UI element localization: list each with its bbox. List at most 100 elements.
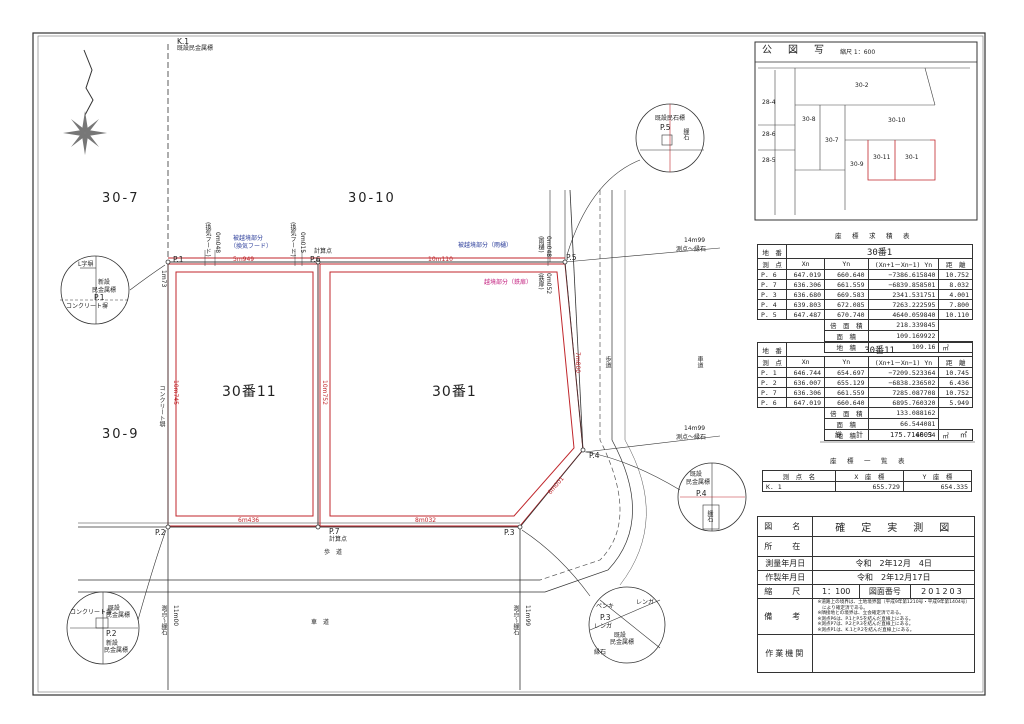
- title-block-label-scale: 縮 尺: [756, 584, 814, 599]
- point-marker-p4: [580, 447, 586, 453]
- point-note-p7: 計算点: [329, 536, 348, 543]
- detail-p3-curb: 縁石: [594, 649, 607, 656]
- area-calc-title: 座 標 求 積 表: [835, 232, 912, 240]
- remark-line: ※測点P6は、P.1とP.5を結んだ直線上にある。: [817, 616, 914, 622]
- detail-p1-wall: コンクリート塀: [66, 303, 109, 310]
- cadastral-parcel-28-6: 28-6: [762, 131, 776, 138]
- table-row: P. 2 636.007 655.129 −6838.236502 6.436: [756, 377, 973, 388]
- detail-p4-point: P.4: [696, 489, 707, 498]
- distance-p1-offset: 1m73: [160, 270, 167, 288]
- curb-distance-south-left: 11m00: [172, 605, 179, 627]
- point-label-p2: P.2: [155, 528, 166, 537]
- table-row: P. 3 636.680 669.583 2341.531751 4.001: [756, 289, 973, 300]
- lot-label-30-7: 30-7: [102, 191, 140, 206]
- detail-p2-note4: 民金属標: [104, 647, 129, 654]
- point-note-k1: 既設民金属標: [177, 45, 214, 52]
- detail-p3-b: レンガ: [636, 599, 655, 606]
- cadastral-parcel-30-7: 30-7: [825, 137, 839, 144]
- cadastral-parcel-30-8: 30-8: [802, 116, 816, 123]
- cadastral-sketch: [758, 67, 970, 215]
- detail-p1-point: P.1: [94, 293, 105, 302]
- cell: P. 5: [756, 309, 788, 320]
- curb-distance-top: 14m99: [684, 237, 706, 244]
- detail-circle-p1: [60, 255, 130, 325]
- small-note-right-a: (雨樋): [537, 236, 544, 253]
- small-note-right-c: (鉄扉): [537, 273, 544, 290]
- curb-distance-mid: 14m99: [684, 425, 706, 432]
- point-note-p6: 計算点: [314, 248, 333, 255]
- title-block-label-survey-date: 測量年月日: [756, 556, 814, 571]
- lot-label-30-1: 30番1: [432, 384, 477, 400]
- title-block: 図 名 確 定 実 測 図 所 在 測量年月日 令和 2年12月 4日 作製年月…: [756, 516, 976, 673]
- total-unit: ㎡: [960, 431, 967, 439]
- drawing-number: 201203: [909, 584, 976, 599]
- cadastral-parcel-30-11: 30-11: [873, 154, 891, 161]
- encroach-label-left-sub: （換気フード）: [230, 243, 273, 250]
- lot-label-30-9: 30-9: [102, 427, 140, 442]
- detail-p3-c: レンガ: [594, 623, 613, 630]
- point-label-p5: P.5: [566, 253, 577, 262]
- detail-p2-note2: 民金属標: [106, 612, 131, 619]
- title-block-label-drawing-name: 図 名: [756, 516, 814, 537]
- cell: K. 1: [762, 481, 836, 492]
- small-note-right-d: 0m052: [545, 273, 552, 295]
- point-marker-p5: [562, 259, 568, 265]
- distance-p6-p7: 10m752: [321, 380, 328, 405]
- point-marker-p1: [165, 259, 171, 265]
- distance-p2-p7: 6m436: [238, 517, 260, 524]
- table-row: P. 5 647.487 670.740 4640.059840 10.110: [756, 309, 973, 320]
- coords-title: 座 標 一 覧 表: [830, 457, 907, 465]
- small-note-right-b: 0m048: [545, 236, 552, 258]
- total-label: 総 計: [835, 431, 863, 439]
- remark-line: により確定済である。: [817, 605, 868, 611]
- encroach-label-left: 被越境部分: [233, 235, 264, 242]
- distance-p1-p2: 10m745: [172, 380, 179, 405]
- point-label-p3: P.3: [504, 528, 515, 537]
- point-marker-p2: [165, 524, 171, 530]
- lot2-unit: ㎡: [938, 429, 973, 441]
- title-block-label-drawing-number: 図面番号: [858, 584, 911, 599]
- title-block-label-location: 所 在: [756, 536, 814, 557]
- cadastral-parcel-28-5: 28-5: [762, 157, 776, 164]
- remarks-cell: ※道路上の境界は、土地境界図（平成9年第1210号・平成9年第1404号） によ…: [812, 598, 975, 635]
- sidewalk-label-east: 歩道: [604, 356, 611, 368]
- encroach-label-right: 被越境部分（雨樋）: [458, 242, 513, 249]
- road-label-east: 車道: [696, 356, 703, 368]
- north-arrow-icon: [63, 49, 107, 155]
- remark-line: ※測点P1は、K.1とP.2を結んだ直線上にある。: [817, 627, 915, 633]
- point-label-p7: P.7: [329, 527, 340, 536]
- table-row: K. 1 655.729 654.335: [762, 481, 973, 492]
- detail-p5-curb: 縁石: [682, 128, 689, 140]
- point-label-k1: K.1: [177, 37, 190, 46]
- detail-p2-note3: 新設: [106, 640, 119, 647]
- detail-p3-point: P.3: [600, 613, 611, 622]
- lot2-ground: 66.54: [867, 429, 940, 441]
- detail-p5-a: 既設民石標: [655, 115, 686, 122]
- curb-label-south-left: 測点～縁石: [160, 605, 167, 635]
- detail-p1-note1: 新設: [98, 279, 111, 286]
- lot2-ground-label: 地 積: [824, 429, 869, 441]
- cell: 654.335: [902, 481, 973, 492]
- point-label-p1: P.1: [173, 255, 184, 264]
- remark-line: ※測点P7は、P.2とP.3を結んだ直線上にある。: [817, 622, 914, 628]
- detail-p1-note2: 民金属標: [92, 287, 117, 294]
- table-row: P. 6 647.019 660.640 6895.760320 5.949: [756, 397, 973, 408]
- detail-p4-b: 民金属標: [686, 479, 711, 486]
- detail-p3-a: ペンキ: [596, 603, 615, 610]
- detail-p3-d: 既設: [614, 632, 627, 639]
- distance-p6-p5: 10m110: [428, 256, 453, 263]
- point-marker-p3: [517, 524, 523, 530]
- cadastral-parcel-30-1: 30-1: [905, 154, 919, 161]
- detail-p4-curb: 縁石: [706, 510, 713, 522]
- total-value: 175.714003: [890, 431, 933, 439]
- cadastral-title: 公 図 写: [762, 45, 827, 56]
- small-note-mid-b: 0m015: [299, 232, 306, 254]
- detail-p5-point: P.5: [660, 123, 671, 132]
- small-note-left-b: 0m048: [214, 232, 221, 254]
- created-date: 令和 2年12月17日: [812, 570, 975, 585]
- point-label-p6: P.6: [310, 255, 321, 264]
- location-value: [812, 536, 975, 557]
- coords-header-name: 測 点 名: [762, 470, 836, 482]
